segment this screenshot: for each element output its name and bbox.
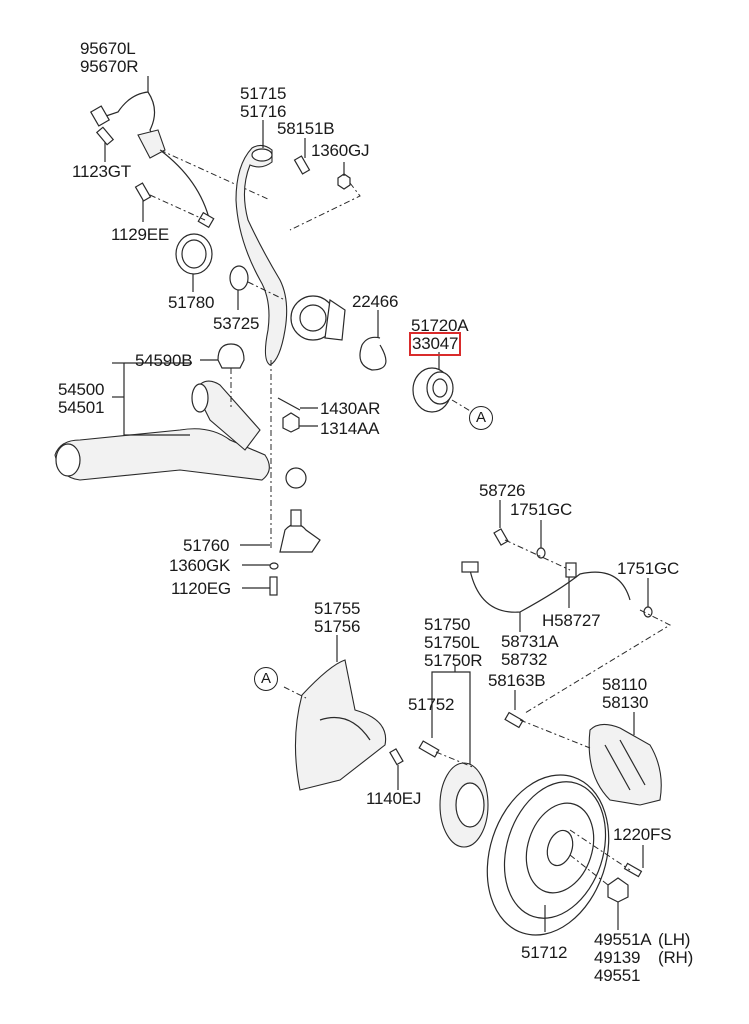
- part-number-58731A[interactable]: 58731A: [501, 632, 559, 651]
- part-number-51720A[interactable]: 51720A: [411, 316, 469, 335]
- wheel-speed-sensor: [89, 76, 215, 229]
- part-number-1129EE[interactable]: 1129EE: [111, 225, 170, 244]
- label-1360GK[interactable]: 1360GK: [169, 557, 230, 575]
- label-49551[interactable]: 49551A 49139 49551: [594, 930, 652, 985]
- part-number-51750[interactable]: 51750: [424, 615, 471, 634]
- label-51712[interactable]: 51712: [521, 944, 567, 962]
- part-number-58110[interactable]: 58110: [602, 675, 648, 694]
- part-number-58732[interactable]: 58732: [501, 650, 548, 669]
- label-1220FS[interactable]: 1220FS: [613, 825, 672, 844]
- part-number-49551[interactable]: 49551: [594, 966, 641, 985]
- side-lh-label: (LH): [658, 930, 691, 949]
- label-54590B[interactable]: 54590B: [135, 351, 193, 370]
- part-number-1140EJ[interactable]: 1140EJ: [366, 789, 422, 808]
- part-number-1751GC[interactable]: 1751GC: [510, 500, 573, 519]
- label-51780[interactable]: 51780: [168, 294, 214, 312]
- part-number-49139[interactable]: 49139: [594, 948, 641, 967]
- part-number-53725[interactable]: 53725: [213, 314, 260, 333]
- brake-rotor: [486, 774, 610, 936]
- label-58726[interactable]: 58726: [479, 482, 525, 500]
- label-51715[interactable]: 51715 51716: [240, 85, 286, 121]
- part-number-51715[interactable]: 51715: [240, 84, 287, 103]
- label-22466[interactable]: 22466: [352, 293, 398, 311]
- label-51750[interactable]: 51750 51750L 51750R: [424, 615, 483, 670]
- part-number-58163B[interactable]: 58163B: [488, 671, 546, 690]
- label-51752[interactable]: 51752: [408, 696, 454, 714]
- side-rh-label: (RH): [658, 948, 694, 967]
- part-number-51712[interactable]: 51712: [521, 943, 568, 962]
- reference-marker-a: A: [254, 667, 278, 691]
- label-33047-highlighted[interactable]: 33047: [408, 332, 462, 356]
- label-51720A[interactable]: 51720A: [411, 316, 469, 335]
- part-number-51750R[interactable]: 51750R: [424, 651, 483, 670]
- part-number-51756[interactable]: 51756: [314, 617, 361, 636]
- part-number-54500[interactable]: 54500: [58, 380, 105, 399]
- label-54500[interactable]: 54500 54501: [58, 381, 104, 417]
- part-number-51760[interactable]: 51760: [183, 536, 230, 555]
- label-58151B[interactable]: 58151B: [277, 119, 335, 138]
- part-number-58151B[interactable]: 58151B: [277, 119, 335, 138]
- label-1120EG[interactable]: 1120EG: [171, 580, 231, 598]
- part-number-54590B[interactable]: 54590B: [135, 351, 193, 370]
- label-1360GJ[interactable]: 1360GJ: [311, 141, 370, 160]
- label-51755[interactable]: 51755 51756: [314, 600, 360, 636]
- part-number-95670L[interactable]: 95670L: [80, 39, 136, 58]
- part-number-51752[interactable]: 51752: [408, 695, 455, 714]
- part-number-49551A[interactable]: 49551A: [594, 930, 652, 949]
- part-number-1430AR[interactable]: 1430AR: [320, 399, 381, 418]
- lower-control-arm: [54, 380, 307, 489]
- part-number-51716[interactable]: 51716: [240, 102, 287, 121]
- label-58731A[interactable]: 58731A 58732: [501, 632, 559, 669]
- part-number-1123GT[interactable]: 1123GT: [72, 162, 131, 181]
- label-95670[interactable]: 95670L 95670R: [80, 39, 139, 76]
- label-53725[interactable]: 53725: [213, 315, 259, 333]
- part-number-54501[interactable]: 54501: [58, 398, 105, 417]
- label-58110[interactable]: 58110 58130: [602, 676, 648, 712]
- label-51760[interactable]: 51760: [183, 537, 229, 555]
- label-58163B[interactable]: 58163B: [488, 671, 546, 690]
- part-number-1314AA[interactable]: 1314AA: [320, 419, 380, 438]
- part-number-1220FS[interactable]: 1220FS: [613, 825, 672, 844]
- part-number-1360GJ[interactable]: 1360GJ: [311, 141, 370, 160]
- part-number-95670R[interactable]: 95670R: [80, 57, 139, 76]
- label-1140EJ[interactable]: 1140EJ: [366, 790, 421, 808]
- part-number-33047[interactable]: 33047: [412, 334, 459, 353]
- part-number-51755[interactable]: 51755: [314, 599, 361, 618]
- part-number-H58727[interactable]: H58727: [542, 611, 601, 630]
- part-number-1751GC[interactable]: 1751GC: [617, 559, 680, 578]
- part-number-51780[interactable]: 51780: [168, 293, 215, 312]
- part-number-58726[interactable]: 58726: [479, 481, 526, 500]
- label-1314AA[interactable]: 1314AA: [320, 420, 379, 438]
- label-1751GC-lower[interactable]: 1751GC: [617, 560, 679, 578]
- label-1430AR[interactable]: 1430AR: [320, 400, 380, 418]
- part-number-1360GK[interactable]: 1360GK: [169, 556, 231, 575]
- part-number-51750L[interactable]: 51750L: [424, 633, 480, 652]
- part-number-22466[interactable]: 22466: [352, 292, 399, 311]
- part-number-58130[interactable]: 58130: [602, 693, 649, 712]
- label-H58727[interactable]: H58727: [542, 611, 601, 630]
- label-1123GT[interactable]: 1123GT: [72, 163, 131, 181]
- part-number-1120EG[interactable]: 1120EG: [171, 579, 231, 598]
- label-1129EE[interactable]: 1129EE: [111, 226, 169, 244]
- reference-marker-a: A: [469, 406, 493, 430]
- label-1751GC-upper[interactable]: 1751GC: [510, 501, 572, 519]
- steering-knuckle: [235, 144, 346, 366]
